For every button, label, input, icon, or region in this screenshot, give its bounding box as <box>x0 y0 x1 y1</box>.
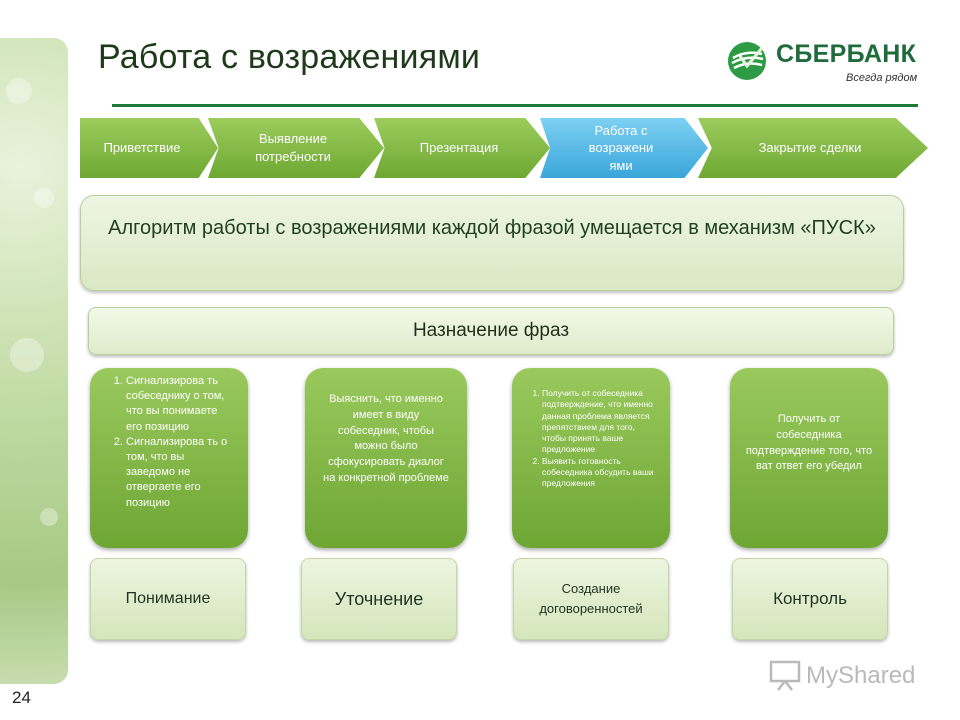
purpose-title: Назначение фраз <box>412 320 570 341</box>
purpose-header: Назначение фраз <box>88 307 894 355</box>
sberbank-logo-icon <box>728 42 766 80</box>
stage-understanding: Понимание <box>90 558 246 640</box>
step-label: Работа с возражени ями <box>588 122 654 173</box>
slide-title: Работа с возражениями <box>98 38 481 76</box>
stage-control: Контроль <box>732 558 888 640</box>
watermark-text: MyShared <box>806 662 916 689</box>
purpose-box-agreement: Получить от собеседника подтверждение, ч… <box>512 368 670 548</box>
step-needs: Выявление потребности <box>208 118 384 178</box>
sberbank-logo: СБЕРБАНК Всегда рядом <box>726 38 922 90</box>
step-greeting: Приветствие <box>80 118 218 178</box>
list-item: Сигнализирова ть о том, что вы заведомо … <box>126 435 232 511</box>
presentation-icon <box>769 660 801 691</box>
step-label: Приветствие <box>103 140 181 156</box>
step-closing: Закрытие сделки <box>698 118 928 178</box>
decorative-side-strip <box>0 38 68 684</box>
step-label: Презентация <box>419 140 499 156</box>
algorithm-box: Алгоритм работы с возражениями каждой фр… <box>80 195 904 291</box>
purpose-box-understanding: Сигнализирова ть собеседнику о том, что … <box>90 368 248 548</box>
step-label: Закрытие сделки <box>758 140 862 156</box>
stage-agreement: Создание договоренностей <box>513 558 669 640</box>
page-number: 24 <box>12 688 31 707</box>
logo-name: СБЕРБАНК <box>776 40 917 68</box>
logo-tagline: Всегда рядом <box>846 72 918 84</box>
purpose-box-clarification: Выяснить, что именно имеет в виду собесе… <box>305 368 467 548</box>
list-item: Получить от собеседника подтверждение, ч… <box>542 388 660 456</box>
watermark: MyShared <box>768 658 928 692</box>
list-item: Выявить готовность собеседника обсудить … <box>542 456 660 490</box>
purpose-box-control: Получить от собеседника подтверждение то… <box>730 368 888 548</box>
title-divider <box>112 104 918 107</box>
step-objections: Работа с возражени ями <box>540 118 708 178</box>
step-label: Выявление потребности <box>255 131 331 164</box>
list-item: Сигнализирова ть собеседнику о том, что … <box>126 374 232 435</box>
algorithm-text: Алгоритм работы с возражениями каждой фр… <box>108 217 876 239</box>
step-presentation: Презентация <box>374 118 550 178</box>
stage-clarification: Уточнение <box>301 558 457 640</box>
